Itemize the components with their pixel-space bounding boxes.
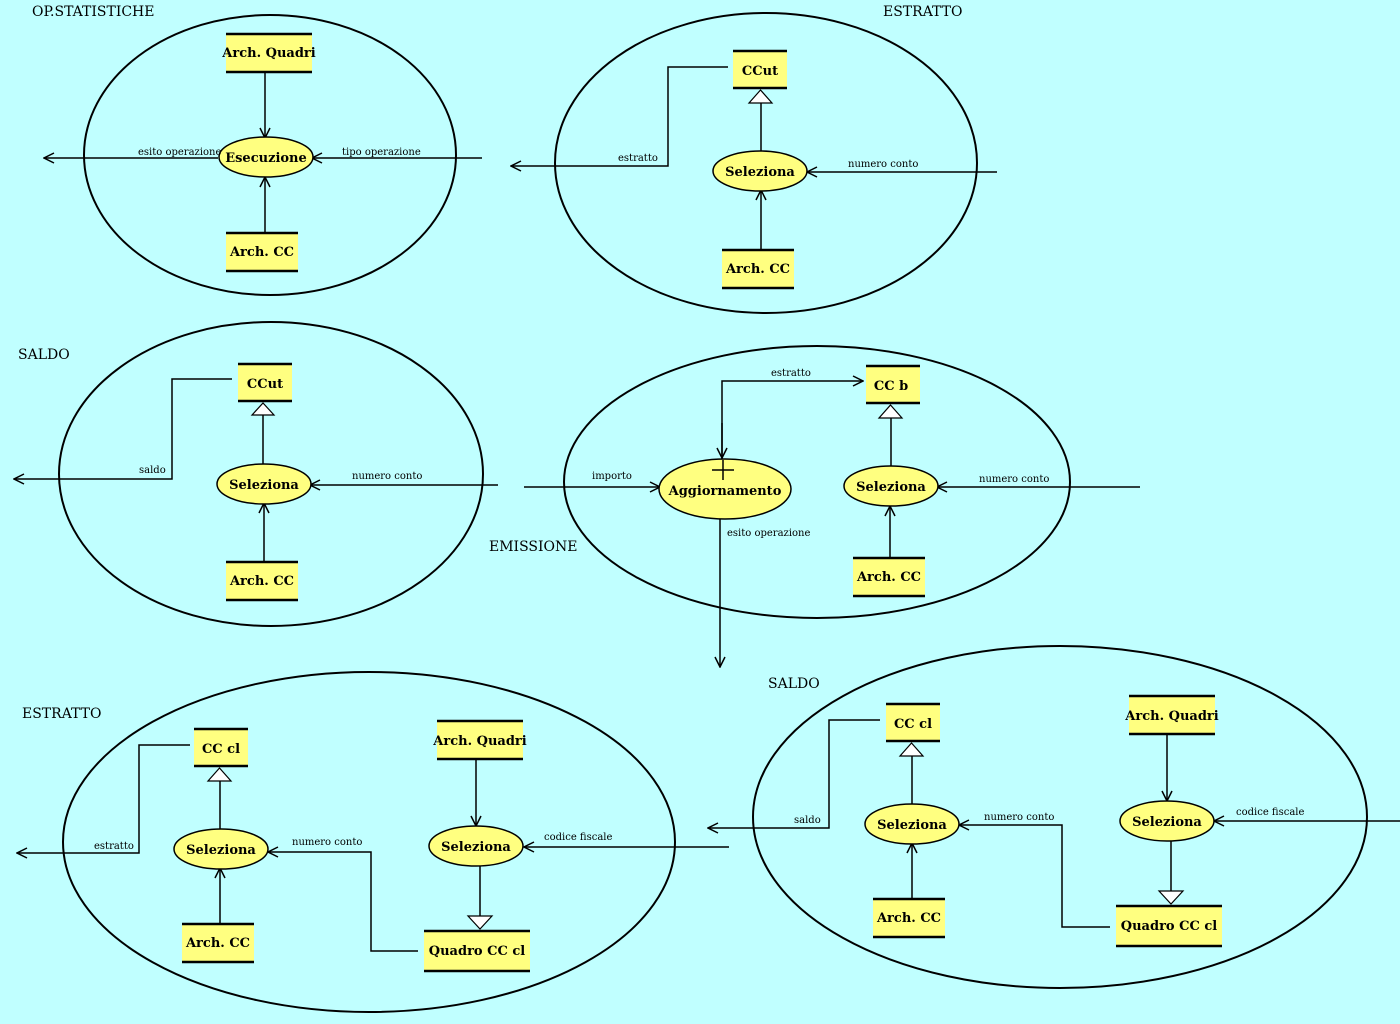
store-label: Arch. CC	[856, 570, 921, 585]
store-arch-quadri[interactable]: Arch. Quadri	[432, 719, 527, 761]
context-boundary	[58, 321, 484, 627]
section-title-estratto: ESTRATTO	[22, 706, 101, 722]
flow-line	[511, 66, 728, 166]
flow-label-estratto: estratto	[618, 153, 658, 164]
flow-label-tipo-operazione: tipo operazione	[342, 147, 421, 158]
process-seleziona[interactable]: Seleziona	[843, 465, 939, 507]
store-label: Arch. CC	[725, 262, 790, 277]
flow-line	[959, 825, 1110, 928]
store-label: Arch. CC	[876, 911, 941, 926]
process-label: Seleziona	[441, 840, 511, 855]
store-label: Arch. CC	[229, 574, 294, 589]
process-label: Seleziona	[856, 480, 926, 495]
group-op-statistiche: OP.STATISTICHE Arch. Quadri Arch. CC Ese…	[32, 4, 482, 296]
flow-line	[14, 378, 232, 479]
store-label: CC cl	[202, 742, 240, 757]
store-label: CC b	[874, 379, 908, 394]
flow-line	[708, 719, 880, 828]
section-title-saldo: SALDO	[768, 676, 820, 692]
store-arch-cc[interactable]: Arch. CC	[722, 248, 794, 290]
process-label: Seleziona	[229, 478, 299, 493]
store-label: Arch. CC	[229, 245, 294, 260]
flow-label-saldo: saldo	[794, 815, 821, 826]
store-arch-cc[interactable]: Arch. CC	[182, 922, 254, 964]
store-label: Arch. Quadri	[432, 734, 526, 749]
store-label: Arch. Quadri	[1124, 709, 1218, 724]
process-seleziona[interactable]: Seleziona	[864, 803, 960, 845]
process-seleziona[interactable]: Seleziona	[173, 828, 269, 870]
process-esecuzione[interactable]: Esecuzione	[218, 136, 314, 178]
flow-label-codice-fiscale: codice fiscale	[544, 832, 612, 843]
store-arch-cc[interactable]: Arch. CC	[873, 897, 945, 939]
flow-label-numero-conto: numero conto	[352, 471, 422, 482]
store-arch-cc[interactable]: Arch. CC	[226, 231, 298, 273]
access-triangle	[250, 402, 276, 416]
section-title-op-statistiche: OP.STATISTICHE	[32, 4, 155, 20]
store-arch-cc[interactable]: Arch. CC	[853, 556, 925, 598]
flow-label-estratto: estratto	[771, 368, 811, 379]
context-boundary	[563, 345, 1071, 619]
group-saldo-bottom: SALDO CC cl Arch. CC Arch. Quadri	[708, 645, 1400, 989]
store-quadro-cc-cl[interactable]: Quadro CC cl	[424, 929, 530, 973]
section-title-saldo: SALDO	[18, 347, 70, 363]
store-label: CCut	[247, 377, 283, 392]
flow-label-importo: importo	[592, 471, 632, 482]
flow-label-numero-conto: numero conto	[292, 837, 362, 848]
flow-label-numero-conto: numero conto	[979, 474, 1049, 485]
process-label: Aggiornamento	[668, 484, 782, 499]
process-label: Seleziona	[186, 843, 256, 858]
store-label: Arch. CC	[185, 936, 250, 951]
store-cc-b[interactable]: CC b	[866, 364, 920, 405]
store-label: CCut	[742, 64, 778, 79]
process-seleziona[interactable]: Seleziona	[428, 825, 524, 867]
flow-label-estratto: estratto	[94, 841, 134, 852]
flow-label-esito-operazione: esito operazione	[727, 528, 810, 539]
context-boundary	[62, 671, 676, 1013]
flow-line	[17, 744, 190, 853]
group-emissione: EMISSIONE CC b Arch. CC Aggiornamento	[489, 345, 1140, 667]
group-saldo-mid: SALDO CCut Arch. CC Seleziona saldo nume…	[14, 321, 498, 627]
group-estratto-bottom: ESTRATTO CC cl Arch. CC Arch. Quadri	[17, 671, 729, 1013]
process-label: Seleziona	[725, 165, 795, 180]
access-triangle	[206, 767, 233, 782]
flow-line	[721, 381, 863, 466]
context-boundary	[554, 12, 978, 314]
process-seleziona[interactable]: Seleziona	[1119, 800, 1215, 842]
store-label: CC cl	[894, 717, 932, 732]
access-triangle	[1157, 890, 1185, 905]
process-aggiornamento[interactable]: Aggiornamento	[658, 458, 792, 520]
store-arch-cc[interactable]: Arch. CC	[226, 560, 298, 602]
store-arch-quadri[interactable]: Arch. Quadri	[1124, 694, 1219, 736]
flow-label-saldo: saldo	[139, 465, 166, 476]
store-quadro-cc-cl[interactable]: Quadro CC cl	[1116, 904, 1222, 948]
access-triangle	[877, 404, 904, 419]
store-label: Quadro CC cl	[429, 944, 525, 959]
process-label: Seleziona	[1132, 815, 1202, 830]
flow-line	[268, 852, 418, 952]
access-triangle	[466, 915, 494, 930]
store-ccut[interactable]: CCut	[238, 362, 292, 403]
flow-label-numero-conto: numero conto	[848, 159, 918, 170]
flow-label-numero-conto: numero conto	[984, 812, 1054, 823]
access-triangle	[747, 89, 774, 104]
store-label: Quadro CC cl	[1121, 919, 1217, 934]
context-boundary	[83, 14, 457, 296]
store-ccut[interactable]: CCut	[733, 49, 787, 90]
section-title-emissione: EMISSIONE	[489, 539, 578, 555]
process-label: Esecuzione	[225, 151, 307, 166]
store-cc-cl[interactable]: CC cl	[886, 702, 940, 743]
store-label: Arch. Quadri	[221, 46, 315, 61]
group-estratto-top: ESTRATTO CCut Arch. CC Seleziona estratt…	[511, 4, 997, 314]
access-triangle	[898, 742, 925, 757]
flow-label-codice-fiscale: codice fiscale	[1236, 807, 1304, 818]
store-cc-cl[interactable]: CC cl	[194, 727, 248, 768]
process-seleziona[interactable]: Seleziona	[712, 150, 808, 192]
process-label: Seleziona	[877, 818, 947, 833]
context-boundary	[752, 645, 1368, 989]
section-title-estratto: ESTRATTO	[883, 4, 962, 20]
store-arch-quadri[interactable]: Arch. Quadri	[221, 32, 316, 74]
flow-label-esito-operazione: esito operazione	[138, 147, 221, 158]
process-seleziona[interactable]: Seleziona	[216, 463, 312, 505]
